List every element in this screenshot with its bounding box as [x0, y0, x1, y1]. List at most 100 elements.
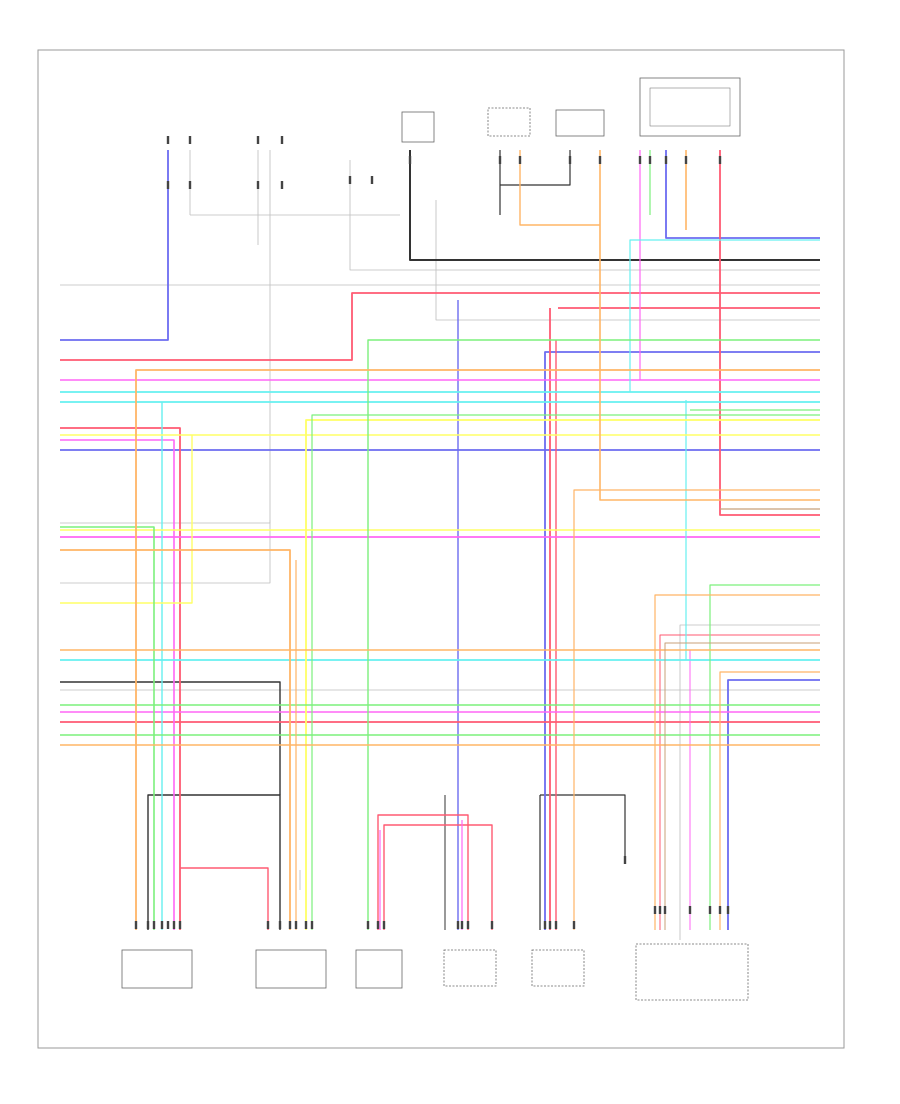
connector-pin-rr — [160, 921, 164, 929]
wire-cyan-48 — [629, 239, 820, 392]
top-component-box-module — [555, 109, 605, 137]
wire-red-32 — [180, 867, 269, 930]
diagram-frame — [37, 49, 845, 1049]
wire-orange-71 — [719, 671, 820, 930]
bottom-component-box-rr — [121, 949, 193, 989]
wire-yellow-53 — [305, 419, 820, 930]
connector-pin-top — [568, 156, 572, 164]
connector-pin-ground — [623, 856, 627, 864]
bottom-component-box-fr — [443, 949, 497, 987]
connector-pin-fl — [543, 921, 547, 929]
connector-pin-fl — [572, 921, 576, 929]
wire-gray-10 — [435, 200, 820, 321]
connector-pin-top — [664, 156, 668, 164]
connector-pin-steering — [688, 906, 692, 914]
wire-red-36 — [659, 634, 820, 930]
connector-pin-rl — [288, 921, 292, 929]
connector-pin-top — [348, 176, 352, 184]
wire-red-33 — [377, 814, 469, 930]
connector-pin-yaw — [382, 921, 386, 929]
wire-orange-68 — [519, 150, 600, 226]
wire-black-14 — [147, 794, 281, 930]
connector-pin-steering — [658, 906, 662, 914]
wire-red-26 — [60, 292, 820, 361]
connector-pin-top — [280, 181, 284, 189]
top-component-box-combination-meter — [639, 77, 741, 137]
connector-pin-rr — [172, 921, 176, 929]
wire-black-13 — [60, 681, 281, 795]
connector-pin-top — [598, 156, 602, 164]
wire-red-29 — [60, 427, 181, 930]
connector-pin-top — [718, 156, 722, 164]
wire-blue-23 — [544, 351, 820, 930]
wire-blue-25 — [727, 679, 820, 930]
connector-pin-steering — [718, 906, 722, 914]
wire-brown-75 — [664, 642, 820, 930]
connector-pin-rl — [304, 921, 308, 929]
connector-pin-steering — [708, 906, 712, 914]
bottom-components — [121, 943, 749, 1001]
connector-pin-rr — [134, 921, 138, 929]
bottom-component-box-rl — [255, 949, 327, 989]
top-component-inner-meter — [649, 87, 731, 127]
wire-green-56 — [60, 526, 155, 930]
wire-orange-67 — [599, 150, 820, 501]
connector-pin-top — [280, 136, 284, 144]
connector-pin-rl — [310, 921, 314, 929]
connector-pin-rr — [152, 921, 156, 929]
wire-blue-20 — [60, 150, 169, 341]
connector-pin-fl — [554, 921, 558, 929]
connector-pin-fr — [460, 921, 464, 929]
wire-harness — [60, 150, 820, 940]
connector-pin-top — [518, 156, 522, 164]
connector-pin-top — [648, 156, 652, 164]
connector-pin-steering — [653, 906, 657, 914]
connector-pin-top — [188, 136, 192, 144]
wire-red-31 — [719, 150, 820, 516]
connector-pin-top — [408, 156, 412, 164]
wire-black-15 — [540, 794, 626, 860]
connector-pin-fr — [466, 921, 470, 929]
connector-pin-rl — [278, 921, 282, 929]
wire-gray-9 — [349, 160, 820, 271]
wire-red-34 — [383, 824, 493, 930]
connector-pin-yaw — [376, 921, 380, 929]
wire-gray-3 — [60, 520, 271, 584]
wire-gray-8 — [679, 624, 820, 940]
wire-orange-70 — [654, 594, 820, 930]
wire-blue-22 — [665, 150, 820, 239]
connector-pin-rl — [266, 921, 270, 929]
connector-pin-top — [370, 176, 374, 184]
wire-green-54 — [311, 414, 820, 930]
bottom-component-box-fl — [531, 949, 585, 987]
wire-green-57 — [367, 339, 820, 930]
connector-pin-fr — [490, 921, 494, 929]
top-components — [401, 77, 741, 143]
connector-pin-top — [498, 156, 502, 164]
bottom-component-box-yaw — [355, 949, 403, 989]
connector-pin-rr — [146, 921, 150, 929]
top-component-box-sensor — [401, 111, 435, 143]
connector-pin-rl — [294, 921, 298, 929]
wire-orange-64 — [135, 369, 820, 930]
connector-pin-rr — [166, 921, 170, 929]
connector-pin-top — [166, 136, 170, 144]
connector-pins — [134, 136, 730, 929]
connector-pin-top — [638, 156, 642, 164]
connector-pin-steering — [726, 906, 730, 914]
connector-pin-top — [188, 181, 192, 189]
wire-orange-72 — [573, 489, 820, 930]
bottom-component-box-steering — [635, 943, 749, 1001]
wire-black-12 — [409, 150, 820, 261]
connector-pin-fl — [548, 921, 552, 929]
wire-yellow-52 — [60, 435, 193, 604]
connector-pin-yaw — [366, 921, 370, 929]
connector-pin-fr — [456, 921, 460, 929]
connector-pin-top — [166, 181, 170, 189]
connector-pin-rr — [178, 921, 182, 929]
top-component-box-fuel-level — [487, 107, 531, 137]
connector-pin-steering — [663, 906, 667, 914]
connector-pin-top — [256, 181, 260, 189]
